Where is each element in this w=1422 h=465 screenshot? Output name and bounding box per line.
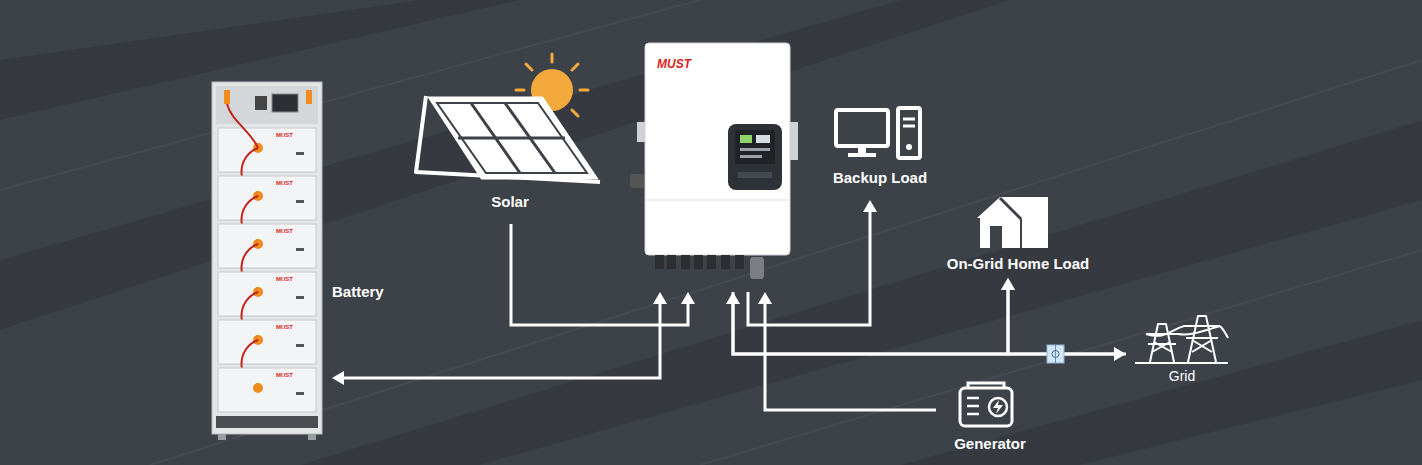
module-logo: MUST — [276, 180, 293, 186]
node-label: Generator — [938, 436, 1042, 453]
power-connector — [340, 300, 660, 378]
battery-rack: Battery — [210, 80, 326, 442]
node-label: Grid — [1130, 369, 1234, 384]
node-label: MUST — [657, 58, 691, 71]
node-label: Battery — [332, 284, 384, 301]
generator-node: Generator — [938, 378, 1042, 456]
node-label: Backup Load — [815, 170, 945, 187]
node-label: Solar — [410, 194, 610, 211]
module-logo: MUST — [276, 132, 293, 138]
module-logo: MUST — [276, 372, 293, 378]
backup-load: Backup Load — [815, 104, 945, 190]
inverter-box: MUST — [643, 43, 792, 292]
solar-panel: Solar — [410, 60, 610, 212]
node-label: On-Grid Home Load — [930, 256, 1106, 273]
power-connector — [733, 286, 1008, 354]
module-logo: MUST — [276, 324, 293, 330]
power-connector — [765, 300, 936, 410]
power-connector — [1008, 286, 1126, 354]
grid-node: Grid — [1130, 310, 1234, 388]
module-logo: MUST — [276, 228, 293, 234]
home-load: On-Grid Home Load — [930, 192, 1106, 274]
module-logo: MUST — [276, 276, 293, 282]
